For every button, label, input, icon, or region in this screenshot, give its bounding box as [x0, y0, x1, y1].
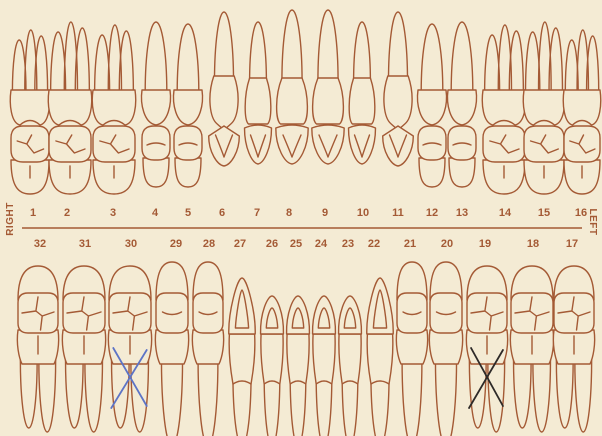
tooth-15-crown — [523, 90, 564, 125]
tooth-12-buccal-view — [419, 158, 445, 187]
tooth-number-30: 30 — [125, 238, 137, 250]
tooth-number-26: 26 — [266, 238, 278, 250]
tooth-28-occlusal — [193, 293, 223, 333]
tooth-28-crown — [192, 330, 223, 364]
tooth-number-7: 7 — [254, 207, 260, 219]
tooth-number-14: 14 — [499, 207, 512, 219]
tooth-20-occlusal — [430, 293, 462, 333]
tooth-number-17: 17 — [566, 238, 578, 250]
tooth-number-12: 12 — [426, 207, 438, 219]
tooth-21-crown — [396, 330, 427, 364]
tooth-2-crown — [48, 90, 91, 125]
tooth-16-crown — [563, 90, 600, 125]
tooth-number-19: 19 — [479, 238, 491, 250]
tooth-number-1: 1 — [30, 207, 36, 219]
tooth-7-crown — [245, 78, 271, 124]
tooth-16-occlusal — [564, 126, 600, 162]
tooth-21-occlusal — [397, 293, 427, 333]
tooth-9-crown — [313, 78, 344, 124]
tooth-13-buccal-view — [449, 158, 475, 187]
tooth-number-24: 24 — [315, 238, 328, 250]
tooth-number-15: 15 — [538, 207, 550, 219]
tooth-number-27: 27 — [234, 238, 246, 250]
tooth-number-25: 25 — [290, 238, 302, 250]
tooth-number-20: 20 — [441, 238, 453, 250]
tooth-3-crown — [92, 90, 135, 125]
side-label-right: RIGHT — [5, 202, 16, 236]
tooth-3-occlusal — [93, 126, 135, 162]
tooth-20-crown — [429, 330, 462, 364]
tooth-number-5: 5 — [185, 207, 191, 219]
tooth-4-buccal-view — [143, 158, 169, 187]
tooth-8-crown — [277, 78, 308, 124]
tooth-5-buccal-view — [175, 158, 201, 187]
tooth-10-crown — [349, 78, 375, 124]
side-label-left: LEFT — [587, 209, 598, 236]
tooth-number-28: 28 — [203, 238, 215, 250]
tooth-number-22: 22 — [368, 238, 380, 250]
tooth-number-16: 16 — [575, 207, 587, 219]
tooth-number-23: 23 — [342, 238, 354, 250]
tooth-number-32: 32 — [34, 238, 46, 250]
tooth-number-31: 31 — [79, 238, 91, 250]
tooth-1-occlusal — [11, 126, 49, 162]
tooth-14-occlusal — [483, 126, 525, 162]
tooth-number-21: 21 — [404, 238, 416, 250]
tooth-number-11: 11 — [392, 207, 404, 219]
tooth-29-occlusal — [156, 293, 188, 333]
tooth-1-crown — [10, 90, 49, 125]
tooth-number-3: 3 — [110, 207, 116, 219]
tooth-number-8: 8 — [286, 207, 292, 219]
tooth-number-9: 9 — [322, 207, 328, 219]
tooth-number-29: 29 — [170, 238, 182, 250]
tooth-2-occlusal — [49, 126, 91, 162]
tooth-15-occlusal — [524, 126, 564, 162]
tooth-number-10: 10 — [357, 207, 369, 219]
tooth-number-18: 18 — [527, 238, 539, 250]
tooth-number-6: 6 — [219, 207, 225, 219]
tooth-14-crown — [482, 90, 525, 125]
tooth-29-crown — [155, 330, 188, 364]
tooth-number-2: 2 — [64, 207, 70, 219]
tooth-number-13: 13 — [456, 207, 468, 219]
tooth-number-4: 4 — [152, 207, 159, 219]
